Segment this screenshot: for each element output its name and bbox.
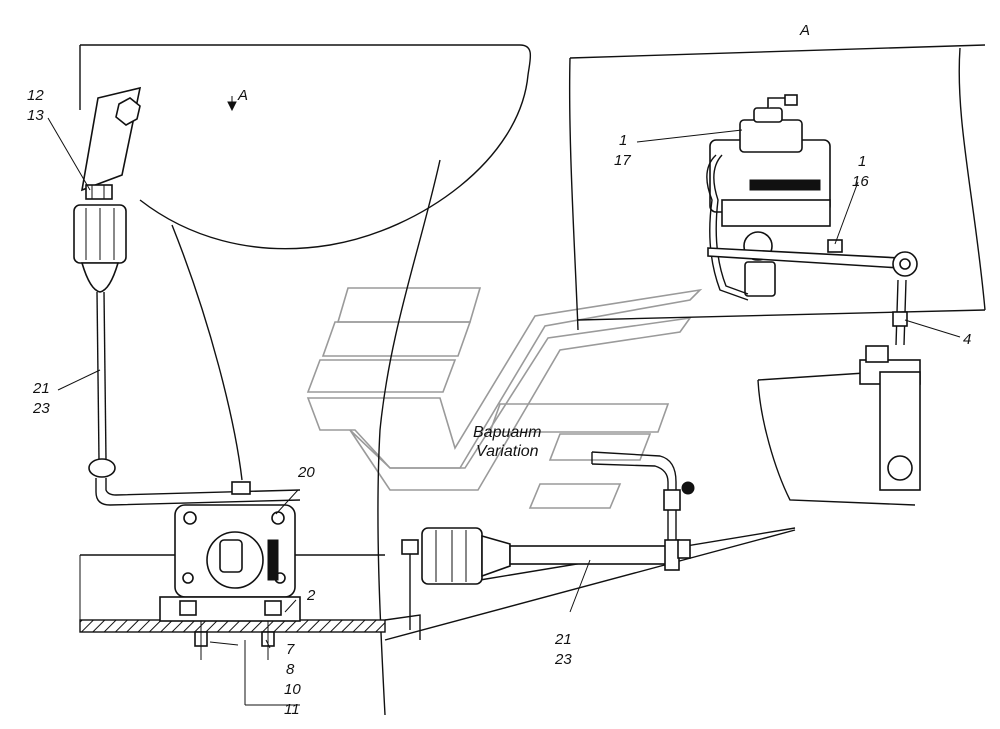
variation-assembly — [384, 451, 796, 641]
variation-label-en: Variation — [476, 443, 539, 460]
watermark-logo — [306, 287, 703, 509]
view-title-a: A — [799, 22, 810, 39]
view-marker-a: A — [237, 87, 248, 104]
callout-21-right: 21 — [554, 631, 572, 648]
callout-17: 17 — [614, 152, 631, 169]
leader-lines — [47, 96, 961, 649]
callout-12: 12 — [27, 87, 44, 104]
control-rod-left — [88, 291, 301, 506]
cab-outline — [79, 44, 532, 716]
callout-1-top: 1 — [619, 132, 627, 149]
callout-8: 8 — [286, 661, 295, 678]
callout-4: 4 — [963, 331, 971, 348]
valve-unit-left — [159, 481, 301, 660]
callout-21-left: 21 — [32, 380, 50, 397]
brake-valve-detail — [706, 94, 918, 346]
axle-bracket — [757, 345, 921, 506]
callout-1-right: 1 — [858, 153, 866, 170]
callout-11: 11 — [284, 701, 300, 718]
callout-13: 13 — [27, 107, 44, 124]
callout-2: 2 — [306, 587, 316, 604]
callout-23-left: 23 — [32, 400, 50, 417]
lever-bracket — [80, 86, 142, 200]
callout-16: 16 — [852, 173, 869, 190]
callout-20: 20 — [297, 464, 315, 481]
labels: A A 12 13 21 23 20 2 7 8 10 11 1 17 1 16… — [27, 22, 971, 718]
callout-10: 10 — [284, 681, 301, 698]
variation-label-ru: Вариант — [473, 424, 541, 441]
lever-boot — [73, 204, 127, 293]
callout-7: 7 — [286, 641, 295, 658]
view-a-frame — [568, 44, 986, 331]
callout-23-right: 23 — [554, 651, 572, 668]
